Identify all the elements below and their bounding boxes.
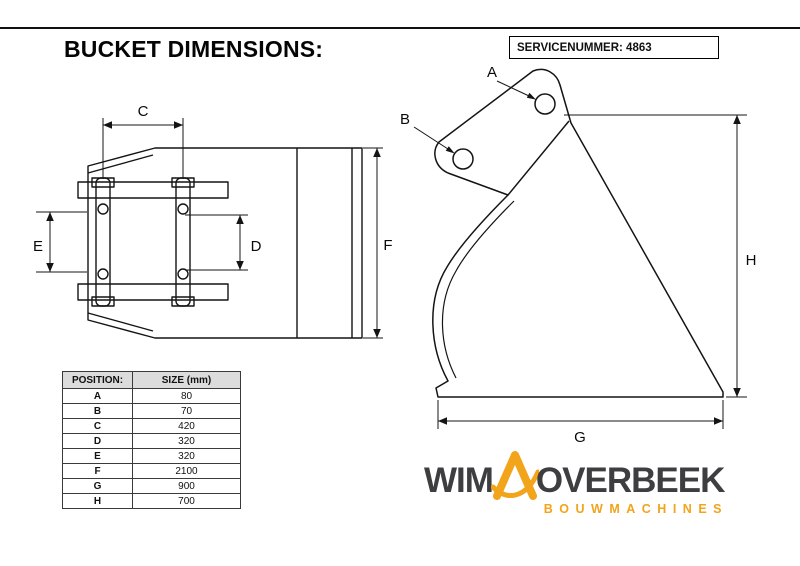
table-header-position: POSITION:: [62, 371, 133, 389]
bucket-side-view-drawing: A B H G: [400, 64, 757, 446]
service-number-label: SERVICENUMMER: 4863: [517, 41, 652, 54]
table-row: H 700: [62, 493, 241, 509]
dim-label-b: B: [400, 111, 410, 128]
dimension-arrowheads: [46, 121, 381, 338]
bucket-body-outline: [87, 147, 363, 339]
logo-word-overbeek: OVERBEEK: [535, 461, 725, 500]
table-header-row: POSITION: SIZE (mm): [62, 371, 241, 389]
position-cell: E: [62, 448, 133, 464]
position-cell: D: [62, 433, 133, 449]
company-logo: WIM OVERBEEK BOUWMACHINES: [424, 450, 730, 516]
bucket-top-view-drawing: C E D F: [33, 103, 393, 339]
dim-label-a: A: [487, 64, 497, 81]
dim-label-f: F: [383, 237, 392, 254]
dim-label-h: H: [746, 252, 757, 269]
table-row: B 70: [62, 403, 241, 419]
dimension-table: POSITION: SIZE (mm) A 80 B 70 C 420 D 32…: [62, 371, 241, 509]
size-cell: 80: [132, 388, 241, 404]
position-cell: G: [62, 478, 133, 494]
size-cell: 2100: [132, 463, 241, 479]
size-cell: 700: [132, 493, 241, 509]
bracket-plate-bottom: [77, 283, 229, 301]
position-cell: H: [62, 493, 133, 509]
position-cell: C: [62, 418, 133, 434]
table-header-size: SIZE (mm): [132, 371, 241, 389]
table-row: C 420: [62, 418, 241, 434]
size-cell: 320: [132, 433, 241, 449]
table-row: A 80: [62, 388, 241, 404]
dim-label-d: D: [251, 238, 262, 255]
dim-label-g: G: [574, 429, 586, 446]
logo-wordmark: WIM OVERBEEK: [424, 450, 730, 500]
logo-word-wim: WIM: [424, 461, 494, 500]
pin-hole-b: [452, 148, 474, 170]
logo-a-mark-icon: [490, 451, 539, 500]
service-number-box: SERVICENUMMER: 4863: [509, 36, 719, 59]
table-row: F 2100: [62, 463, 241, 479]
size-cell: 320: [132, 448, 241, 464]
table-row: G 900: [62, 478, 241, 494]
dim-label-e: E: [33, 238, 43, 255]
table-row: D 320: [62, 433, 241, 449]
logo-tagline: BOUWMACHINES: [543, 502, 728, 516]
position-cell: A: [62, 388, 133, 404]
mount-pin-right: [175, 177, 191, 307]
bucket-profile-outline: [432, 68, 724, 398]
position-cell: B: [62, 403, 133, 419]
page-title: BUCKET DIMENSIONS:: [64, 36, 324, 62]
table-row: E 320: [62, 448, 241, 464]
size-cell: 420: [132, 418, 241, 434]
position-cell: F: [62, 463, 133, 479]
dimension-arrowheads: [438, 92, 741, 425]
mount-pin-left: [95, 177, 111, 307]
pin-hole-a: [534, 93, 556, 115]
dim-label-c: C: [138, 103, 149, 120]
bracket-plate-top: [77, 181, 229, 199]
top-border-line: [0, 27, 800, 29]
size-cell: 70: [132, 403, 241, 419]
size-cell: 900: [132, 478, 241, 494]
